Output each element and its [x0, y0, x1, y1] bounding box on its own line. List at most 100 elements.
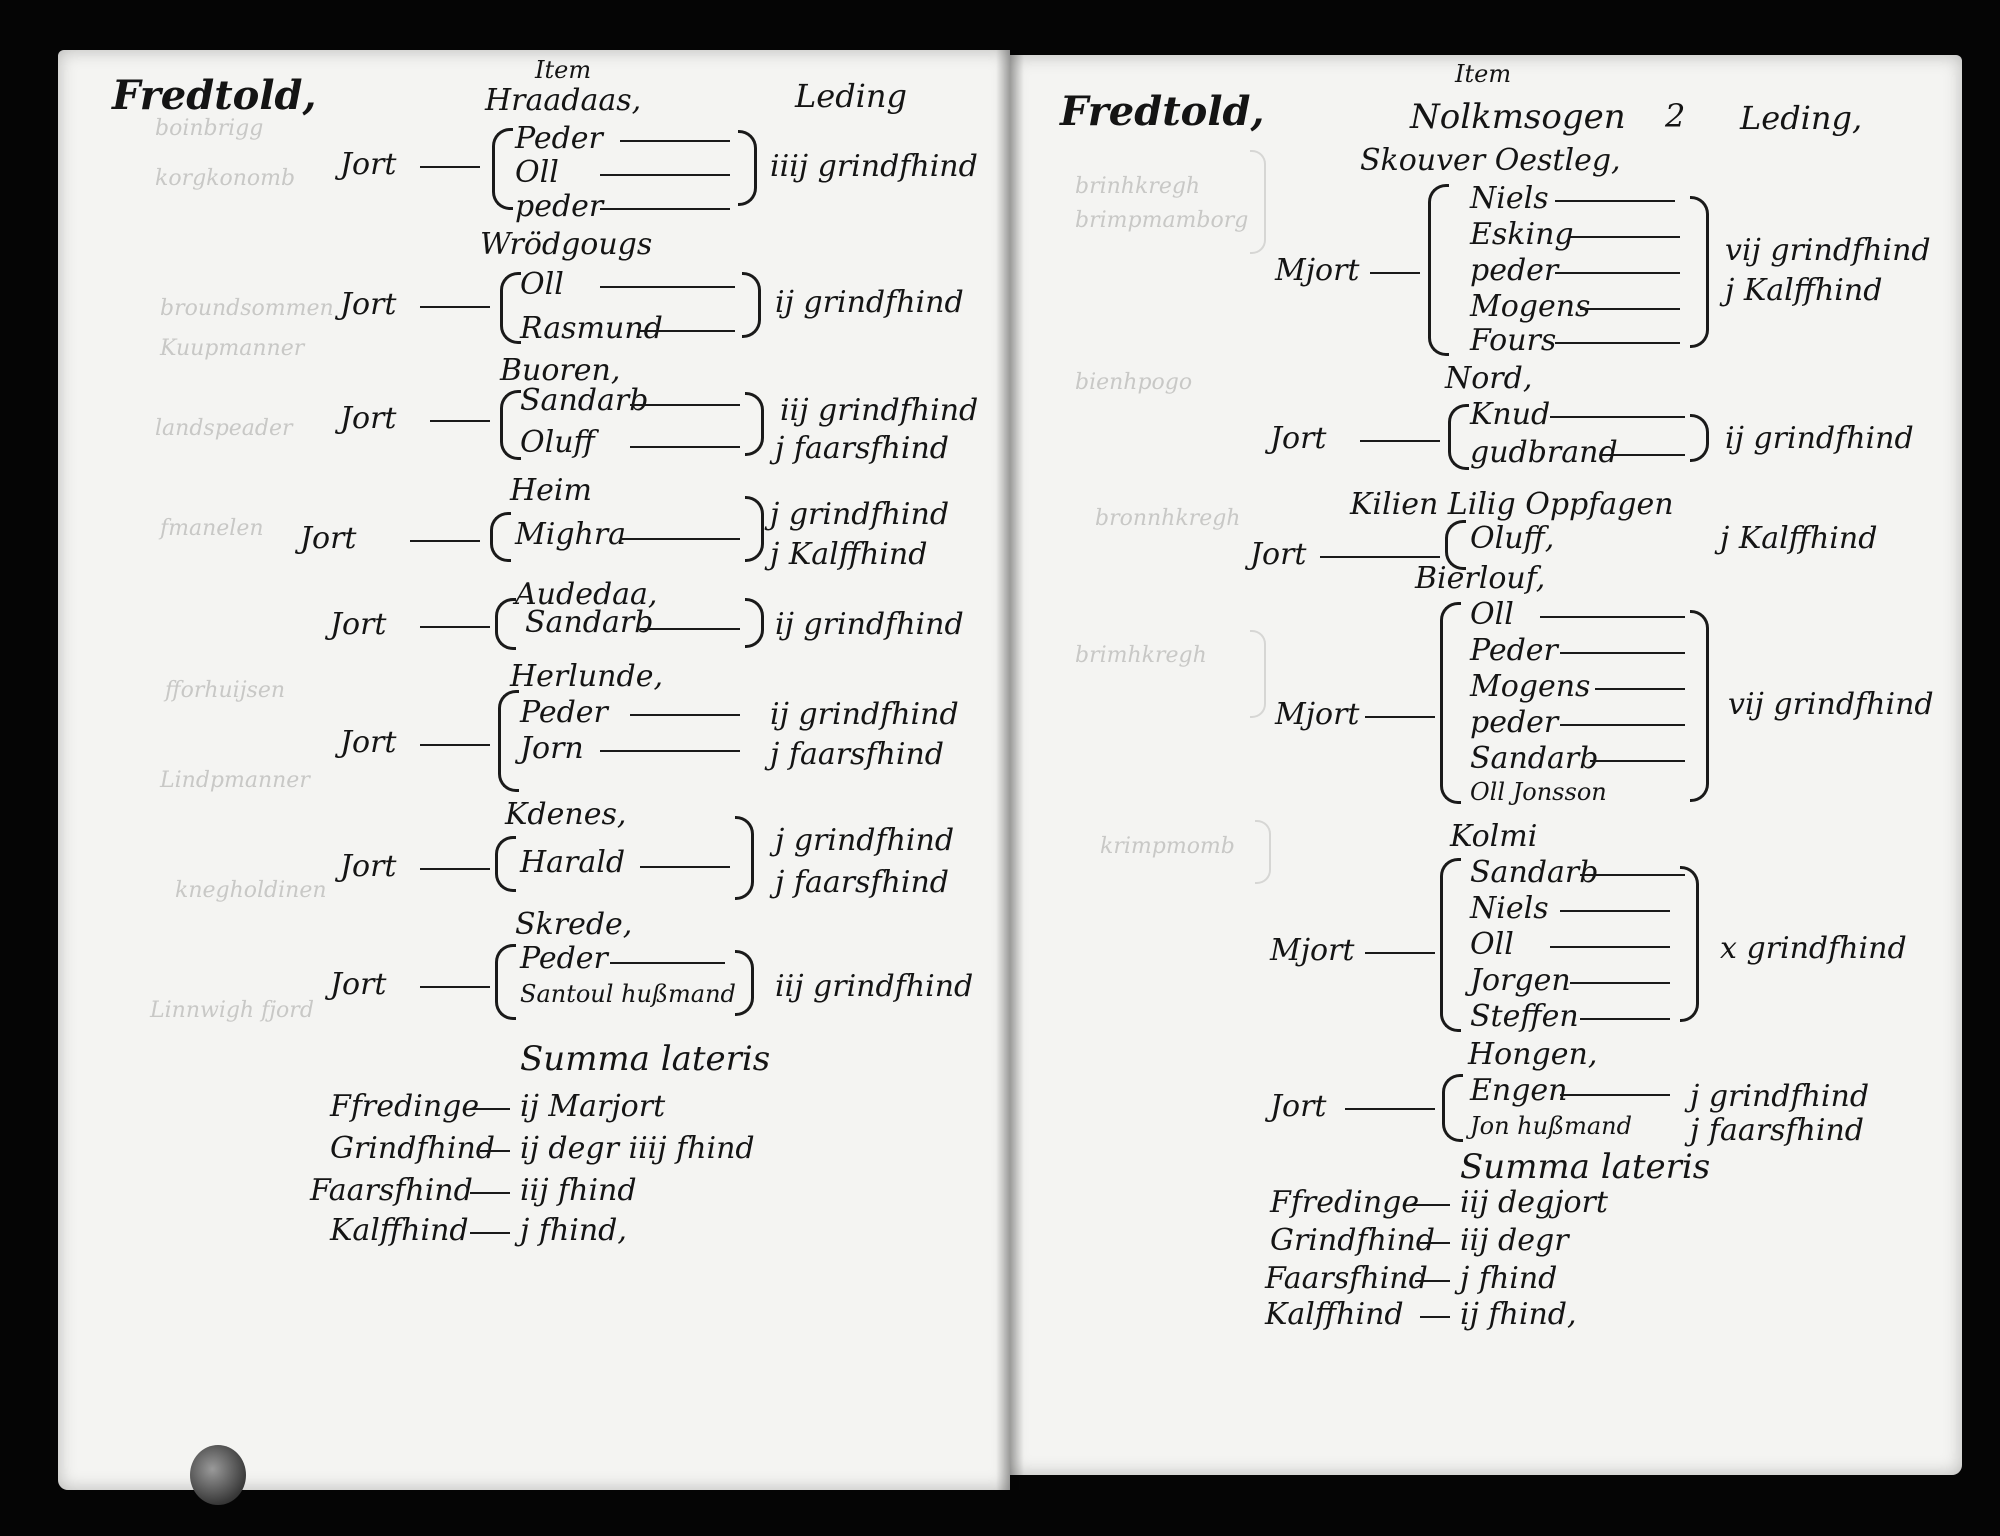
tenant-name: Sandarb — [1470, 741, 1599, 776]
tenant-name: Steffen — [1470, 999, 1579, 1034]
tenant-name: Peder — [515, 121, 603, 156]
total-value: j fhind, — [520, 1213, 627, 1248]
tenant-name: Peder — [520, 695, 608, 730]
faint-note: fmanelen — [160, 516, 264, 541]
farm-name: Kolmi — [1450, 819, 1538, 854]
tenant-name: Knud — [1470, 397, 1551, 432]
amount: j grindfhind — [1690, 1079, 1870, 1114]
amount: j grindfhind — [775, 823, 955, 858]
amount: j faarsfhind — [775, 431, 949, 466]
total-label: Faarsfhind — [1265, 1261, 1428, 1296]
jord-label: Jort — [1250, 537, 1307, 572]
tenant-name: Sandarb — [520, 383, 649, 418]
amount: iiij grindfhind — [770, 149, 978, 184]
book-gutter — [996, 50, 1024, 1490]
left-header-leding: Leding — [795, 77, 907, 115]
faint-note: boinbrigg — [155, 116, 264, 141]
jord-label: Jort — [340, 401, 397, 436]
amount: ij grindfhind — [775, 607, 964, 642]
amount: iij grindfhind — [775, 969, 974, 1004]
tenant-name: peder — [515, 189, 604, 224]
tenant-name: Harald — [520, 845, 626, 880]
jord-label: Jort — [340, 287, 397, 322]
farm-name: Herlunde, — [510, 659, 663, 694]
tenant-name: Mighra — [515, 517, 627, 552]
faint-note: Lindpmanner — [160, 768, 310, 793]
total-label: Ffredinge — [1270, 1185, 1420, 1220]
total-label: Kalffhind — [1265, 1297, 1404, 1332]
left-header-name: Fredtold, — [112, 72, 317, 119]
tenant-name: Oll — [515, 155, 559, 190]
amount: ij grindfhind — [1725, 421, 1914, 456]
archive-seal — [190, 1445, 246, 1505]
faint-note: brimpmamborg — [1075, 208, 1249, 233]
amount: j faarsfhind — [1690, 1113, 1864, 1148]
amount: vij grindfhind — [1725, 233, 1931, 268]
farm-name: Skrede, — [515, 907, 633, 942]
amount: j faarsfhind — [770, 737, 944, 772]
total-label: Ffredinge — [330, 1089, 480, 1124]
faint-note: korgkonomb — [155, 166, 296, 191]
tenant-name: Niels — [1470, 891, 1549, 926]
tenant-name: Oll — [1470, 597, 1514, 632]
summa-lateris: Summa lateris — [1460, 1147, 1711, 1187]
jord-label: Jort — [300, 521, 357, 556]
faint-note: bienhpogo — [1075, 370, 1193, 395]
tenant-name: gudbrand — [1470, 435, 1618, 470]
amount: ij grindfhind — [770, 697, 959, 732]
summa-lateris: Summa lateris — [520, 1039, 771, 1079]
jord-label: Jort — [340, 725, 397, 760]
tenant-name: Niels — [1470, 181, 1549, 216]
total-label: Kalffhind — [330, 1213, 469, 1248]
farm-name: Kdenes, — [505, 797, 627, 832]
jord-label: Jort — [330, 967, 387, 1002]
left-page — [58, 50, 1010, 1490]
total-value: ij fhind, — [1460, 1297, 1577, 1332]
amount: x grindfhind — [1720, 931, 1907, 966]
jord-label: Jort — [1270, 1089, 1327, 1124]
jord-label: Jort — [340, 147, 397, 182]
jord-label: Mjort — [1275, 253, 1360, 288]
amount: j Kalffhind — [1725, 273, 1883, 308]
tenant-name: Jorgen — [1470, 963, 1571, 998]
total-label: Grindfhind — [1270, 1223, 1435, 1258]
faint-note: bronnhkregh — [1095, 506, 1241, 531]
total-value: iij degjort — [1460, 1185, 1608, 1220]
farm-name: Skouver Oestleg, — [1360, 143, 1621, 178]
faint-note: Linnwigh fjord — [150, 998, 314, 1023]
farm-name: Bierlouf, — [1415, 561, 1546, 596]
total-value: iij degr — [1460, 1223, 1569, 1258]
farm-name: Wrödgougs — [480, 227, 653, 262]
tenant-name: Sandarb — [525, 605, 654, 640]
tenant-name: Jon hußmand — [1470, 1112, 1632, 1140]
right-header-leding: Leding, — [1740, 99, 1863, 137]
faint-note: Kuupmanner — [160, 336, 305, 361]
left-header-item: Item — [535, 56, 592, 84]
farm-name: Kilien Lilig Oppfagen — [1350, 487, 1674, 522]
faint-note: landspeader — [155, 416, 293, 441]
tenant-name: Peder — [1470, 633, 1558, 668]
tenant-name: Engen — [1470, 1073, 1568, 1108]
amount: j Kalffhind — [770, 537, 928, 572]
total-label: Faarsfhind — [310, 1173, 473, 1208]
amount: iij grindfhind — [780, 393, 979, 428]
farm-name: Audedaa, — [515, 577, 658, 612]
farm-name: Hongen, — [1468, 1037, 1598, 1072]
tenant-name: Mogens — [1470, 289, 1591, 324]
tenant-name: Rasmund — [520, 311, 663, 346]
jord-label: Mjort — [1275, 697, 1360, 732]
right-header-mark: 2 — [1665, 97, 1686, 135]
jord-label: Mjort — [1270, 933, 1355, 968]
tenant-name: Santoul hußmand — [520, 980, 736, 1008]
faint-note: brimhkregh — [1075, 643, 1207, 668]
faint-note: knegholdinen — [175, 878, 327, 903]
right-page — [1010, 55, 1962, 1475]
tenant-name: Peder — [520, 941, 608, 976]
faint-note: brinhkregh — [1075, 174, 1201, 199]
jord-label: Jort — [1270, 421, 1327, 456]
jord-label: Jort — [340, 849, 397, 884]
faint-note: broundsommen — [160, 296, 334, 321]
right-header-item: Item — [1455, 60, 1512, 88]
amount: ij grindfhind — [775, 285, 964, 320]
tenant-name: Jorn — [520, 731, 584, 766]
